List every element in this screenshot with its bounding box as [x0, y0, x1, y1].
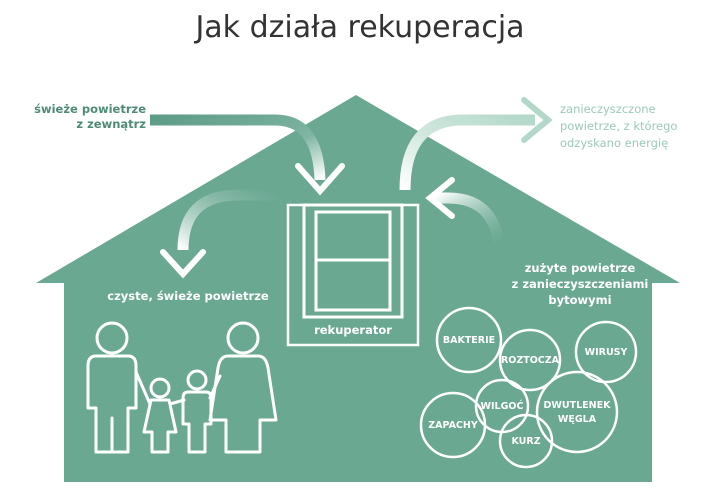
fresh-outside-label-2: z zewnątrz [76, 117, 146, 131]
clean-air-arrowhead [160, 249, 206, 279]
polluted-out-label-2: powietrze, z którego [560, 119, 677, 133]
recuperator-device [286, 203, 420, 347]
pollutant-dwutlenek-2: WĘGLA [558, 414, 597, 425]
polluted-air-out-arrow [399, 114, 535, 191]
used-air-arrowhead [425, 177, 455, 219]
bubble-kurz [498, 413, 554, 469]
family-icon [86, 321, 278, 454]
pollutant-dwutlenek-1: DWUTLENEK [544, 400, 612, 411]
page-title: Jak działa rekuperacja [195, 10, 525, 45]
bubble-roztocza [498, 328, 562, 392]
fresh-air-in-arrow [150, 114, 326, 181]
polluted-out-label-1: zanieczyszczone [560, 102, 656, 116]
fresh-outside-label-1: świeże powietrze [34, 102, 146, 116]
pollutant-kurz: KURZ [511, 436, 540, 447]
used-air-arrow [432, 192, 506, 261]
clean-air-arrow [177, 189, 282, 251]
clean-air-label: czyste, świeże powietrze [107, 289, 269, 303]
bubble-bakterie [435, 306, 503, 374]
pollutant-wirusy: WIRUSY [585, 347, 628, 358]
pollutant-zapachy: ZAPACHY [428, 420, 478, 431]
pollutants-cluster [419, 306, 638, 469]
pollutant-roztocza: ROZTOCZA [501, 355, 560, 366]
bubble-zapachy [419, 391, 487, 459]
pollutant-bakterie: BAKTERIE [443, 335, 495, 346]
fresh-air-in-arrowhead [295, 163, 345, 196]
bubble-dwutlenek [535, 370, 619, 454]
used-air-label-3: bytowymi [548, 293, 611, 307]
polluted-air-out-arrowhead [521, 97, 553, 143]
polluted-out-label-3: odzyskano energię [560, 136, 668, 150]
bubble-wirusy [574, 320, 638, 384]
used-air-label-1: zużyte powietrze [525, 261, 636, 275]
used-air-label-2: z zanieczyszczeniami [512, 277, 649, 291]
pollutant-wilgoc: WILGOĆ [481, 400, 524, 412]
recuperator-label: rekuperator [314, 323, 392, 337]
